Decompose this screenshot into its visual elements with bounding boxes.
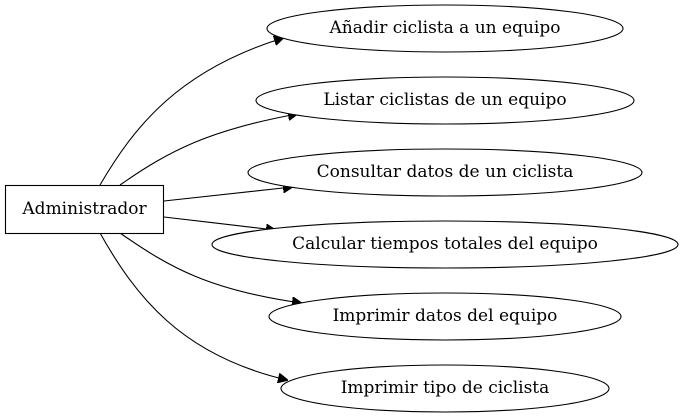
edge-to-use-case-3	[163, 187, 292, 202]
use-case-ellipse	[280, 364, 610, 413]
use-case-label: Listar ciclistas de un equipo	[323, 90, 566, 110]
edge-to-use-case-2	[119, 114, 297, 186]
use-case-node-2: Listar ciclistas de un equipo	[255, 76, 635, 125]
edge-to-use-case-4	[163, 216, 275, 230]
use-case-ellipse	[268, 292, 622, 341]
actor-node: Administrador	[4, 184, 165, 235]
use-case-ellipse	[255, 76, 635, 125]
actor-box	[4, 184, 165, 235]
use-case-label: Imprimir datos del equipo	[333, 306, 558, 326]
edge-to-use-case-6	[99, 232, 287, 380]
use-case-node-6: Imprimir tipo de ciclista	[280, 364, 610, 413]
use-case-label: Consultar datos de un ciclista	[317, 162, 574, 182]
use-case-ellipse	[211, 220, 679, 269]
use-case-ellipse	[266, 4, 624, 53]
use-case-label: Calcular tiempos totales del equipo	[292, 234, 598, 254]
use-case-node-5: Imprimir datos del equipo	[268, 292, 622, 341]
use-case-node-3: Consultar datos de un ciclista	[247, 148, 643, 197]
use-case-label: Imprimir tipo de ciclista	[341, 378, 550, 398]
edges	[99, 38, 301, 380]
use-case-node-1: Añadir ciclista a un equipo	[266, 4, 624, 53]
edge-to-use-case-1	[99, 38, 283, 186]
actor-label: Administrador	[21, 199, 147, 219]
use-case-label: Añadir ciclista a un equipo	[329, 18, 561, 38]
edge-to-use-case-5	[119, 232, 301, 303]
use-case-ellipse	[247, 148, 643, 197]
use-case-node-4: Calcular tiempos totales del equipo	[211, 220, 679, 269]
